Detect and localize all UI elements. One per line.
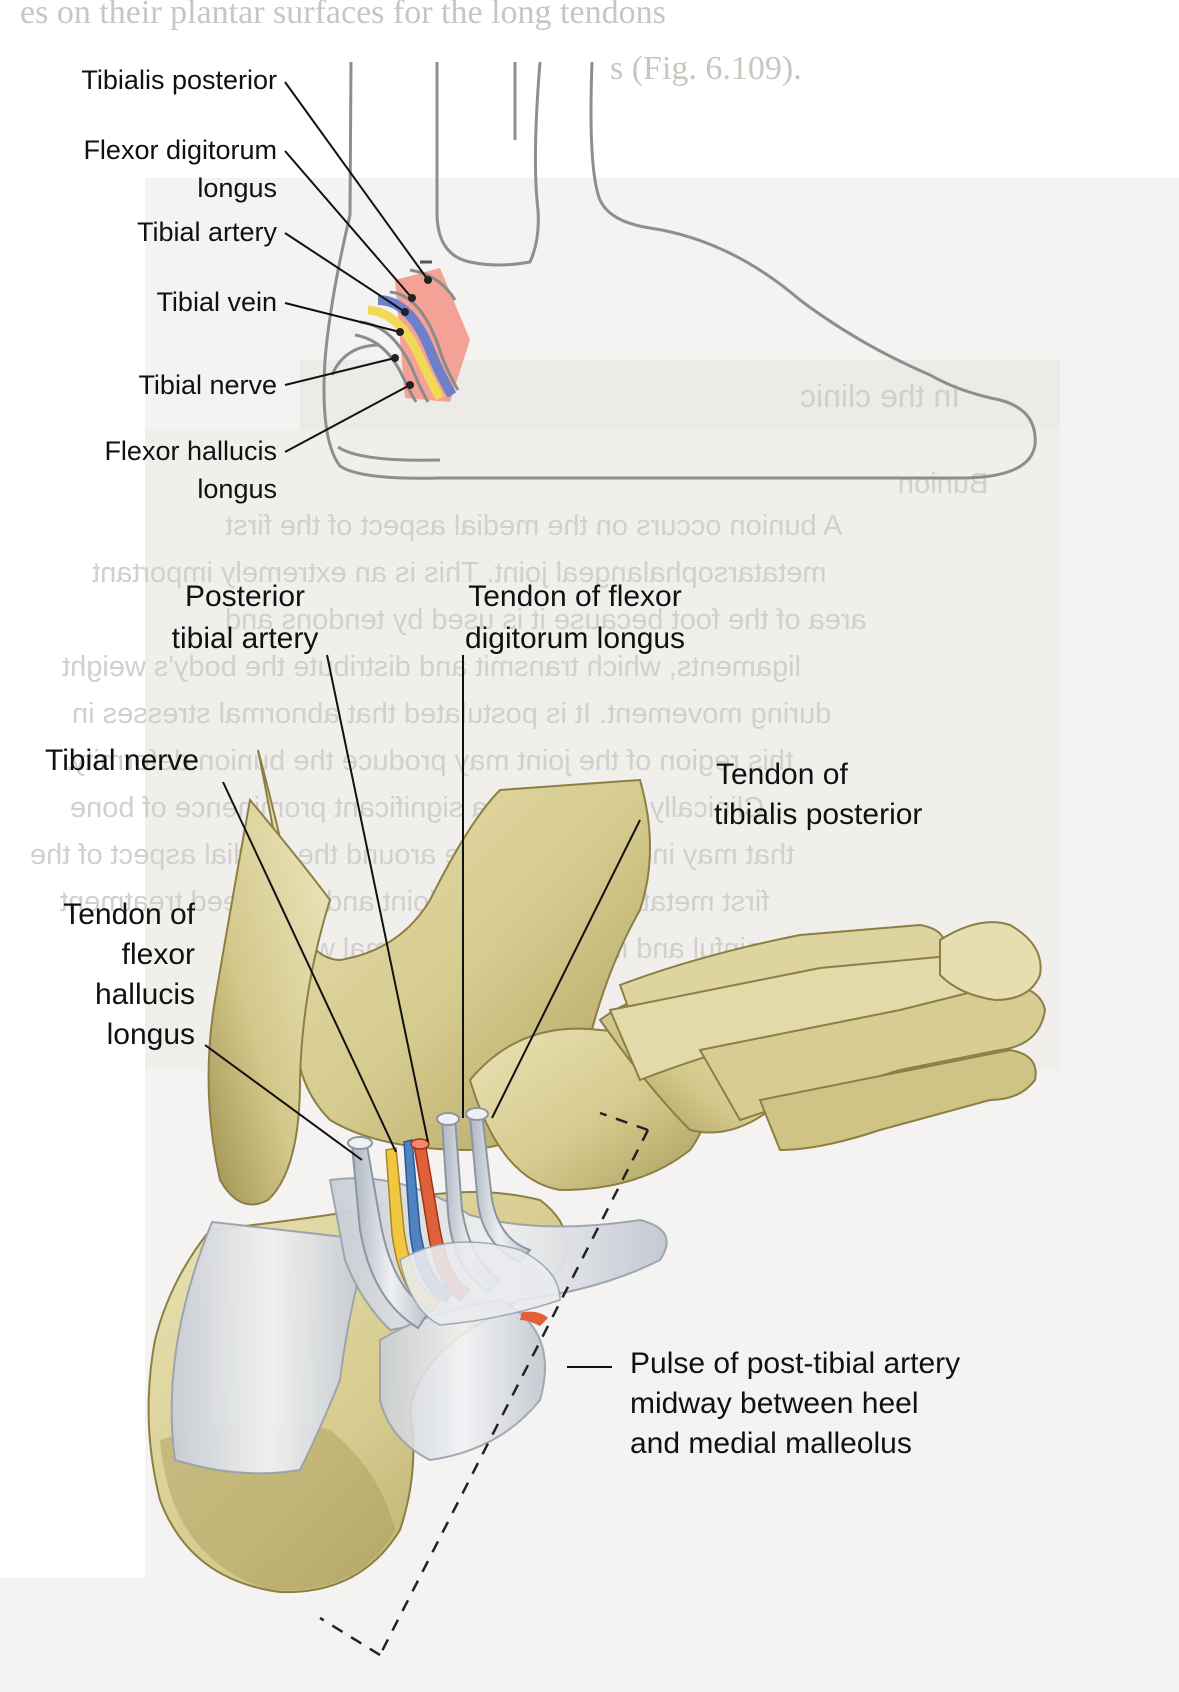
upper-leader-lines — [284, 81, 429, 453]
label-tendon-fhl-line4: longus — [106, 1018, 195, 1051]
scan-background-top — [867, 0, 1179, 178]
tendon-flexor-hallucis-longus — [347, 1136, 432, 1330]
label-tendon-flexor-hallucis-longus: Tendon of flexor hallucis longus — [30, 895, 195, 1055]
label-flexor-digitorum-longus-line2: longus — [197, 173, 277, 203]
label-flexor-hallucis-longus-line1: Flexor hallucis — [104, 436, 277, 466]
label-tendon-fdl-line2: digitorum longus — [464, 622, 686, 655]
label-tibialis-posterior-text: Tibialis posterior — [81, 65, 277, 95]
label-tibial-nerve-upper: Tibial nerve — [40, 366, 277, 404]
label-tendon-tp-line1: Tendon of — [716, 758, 848, 791]
label-tibial-nerve-upper-text: Tibial nerve — [138, 370, 277, 400]
label-tendon-fhl-line2: flexor — [121, 938, 195, 971]
label-pulse-line3: and medial malleolus — [630, 1427, 912, 1460]
label-flexor-digitorum-longus: Flexor digitorum longus — [40, 131, 277, 207]
label-flexor-hallucis-longus: Flexor hallucis longus — [40, 432, 277, 508]
label-tibial-nerve-lower-text: Tibial nerve — [45, 744, 199, 777]
label-pulse-line2: midway between heel — [630, 1387, 919, 1420]
label-tibial-artery-text: Tibial artery — [136, 217, 277, 247]
label-pulse-post-tibial-artery: Pulse of post-tibial artery midway betwe… — [630, 1344, 960, 1464]
label-tendon-fdl-line1: Tendon of flexor — [468, 580, 682, 613]
upper-leader-dots — [391, 276, 432, 389]
label-posterior-tibial-artery: Posterior tibial artery — [140, 576, 350, 660]
upper-neurovascular-bundle — [354, 260, 470, 403]
pulse-guide-lines — [319, 1111, 650, 1657]
retinaculum-overlay — [399, 1241, 561, 1326]
lower-leader-lines — [204, 654, 641, 1368]
label-pulse-line1: Pulse of post-tibial artery — [630, 1347, 961, 1380]
label-tibial-nerve-lower: Tibial nerve — [45, 740, 199, 782]
upper-foot-outline — [322, 61, 1037, 480]
label-tendon-flexor-digitorum-longus: Tendon of flexor digitorum longus — [440, 576, 710, 660]
toe-bones — [939, 921, 1042, 1002]
label-flexor-hallucis-longus-line2: longus — [197, 474, 277, 504]
bleed-line-1: es on their plantar surfaces for the lon… — [20, 0, 666, 31]
label-tendon-tibialis-posterior: Tendon of tibialis posterior — [714, 755, 922, 835]
label-tibial-vein-text: Tibial vein — [156, 287, 277, 317]
label-flexor-digitorum-longus-line1: Flexor digitorum — [83, 135, 277, 165]
calcaneal-tendon-fan — [170, 1220, 372, 1475]
label-tendon-tp-line2: tibialis posterior — [714, 798, 923, 831]
label-posterior-tibial-artery-line1: Posterior — [184, 580, 306, 613]
scan-background-left-strip — [0, 178, 145, 1578]
label-tendon-fhl-line3: hallucis — [94, 978, 195, 1011]
label-tendon-fhl-line1: Tendon of — [63, 898, 195, 931]
bleed-line-2: s (Fig. 6.109). — [610, 50, 802, 87]
label-posterior-tibial-artery-line2: tibial artery — [171, 622, 319, 655]
label-tibial-vein: Tibial vein — [40, 283, 277, 321]
label-tibialis-posterior: Tibialis posterior — [40, 61, 277, 99]
label-tibial-artery: Tibial artery — [40, 213, 277, 251]
fibula-bone — [207, 797, 332, 1206]
metatarsal-bones — [608, 923, 1047, 1152]
scan-background-upper-left — [0, 0, 867, 178]
artery-fragment — [520, 1311, 548, 1326]
